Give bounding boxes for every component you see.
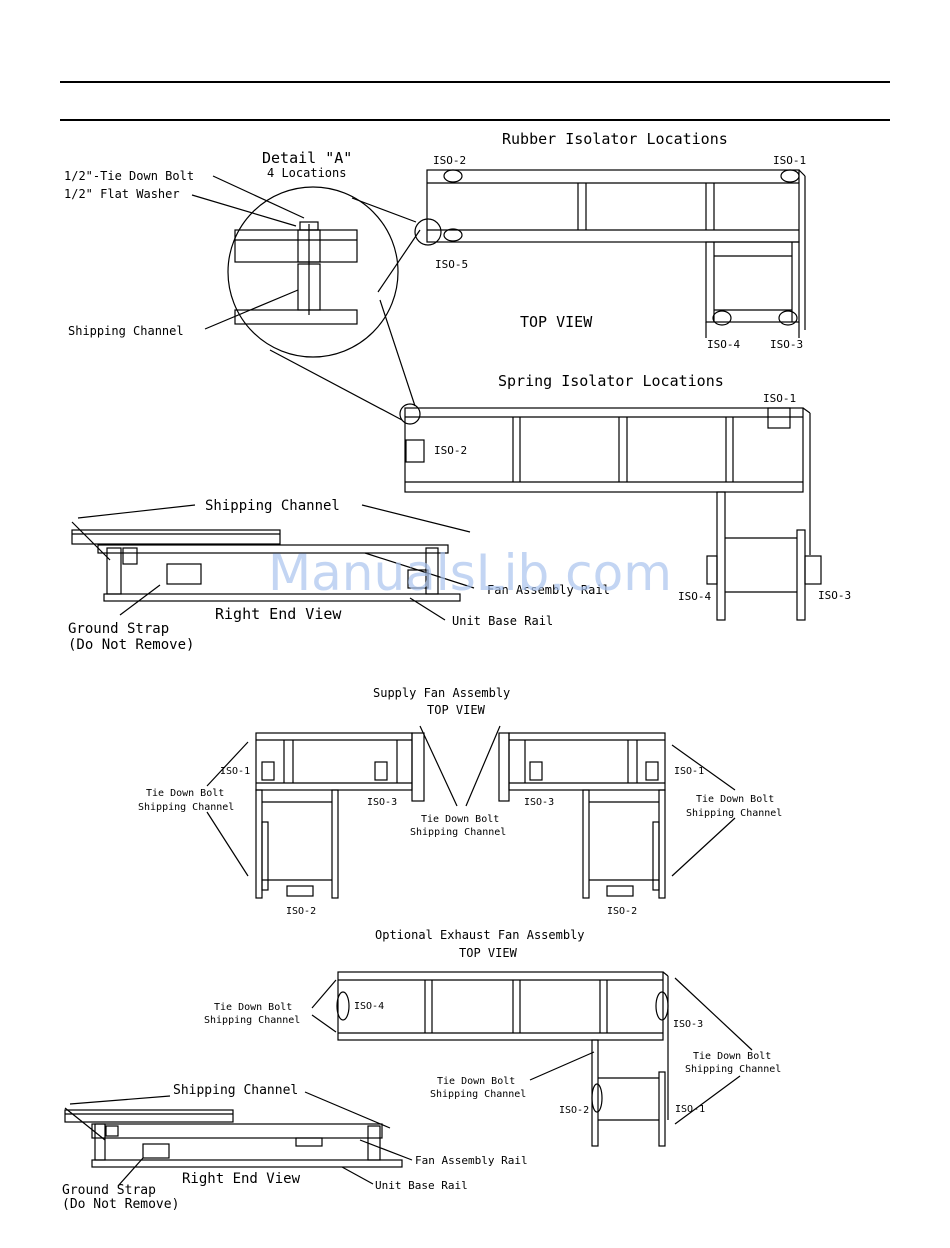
end2-shipping-channel-label: Shipping Channel [173,1083,298,1098]
supply-left-iso-3-label: ISO-3 [367,797,397,808]
end1-shipping-channel-label: Shipping Channel [205,498,340,514]
rubber-top-view-label: TOP VIEW [520,313,593,331]
supply-mid-shipping-channel-label: Shipping Channel [410,827,506,838]
end2-do-not-remove-label: (Do Not Remove) [62,1197,179,1212]
end1-fan-rail-label: Fan Assembly Rail [487,583,610,597]
supply-left-tie-down-label: Tie Down Bolt [146,788,224,799]
rubber-iso-3-label: ISO-3 [770,338,803,351]
exhaust-fan-drawing: Optional Exhaust Fan Assembly TOP VIEW T… [204,928,781,1147]
supply-mid-tie-down-label: Tie Down Bolt [421,814,499,825]
watermark: ManualsLib.com [268,544,672,602]
exhaust-right-tie-down-label: Tie Down Bolt [693,1051,771,1062]
exhaust-mid-shipping-channel-label: Shipping Channel [430,1089,526,1100]
spring-iso-3-label: ISO-3 [818,589,851,602]
end1-ground-strap-label: Ground Strap [68,621,169,637]
detail-a-subtitle: 4 Locations [267,166,346,180]
supply-right-iso-2-label: ISO-2 [607,906,637,917]
supply-fan-drawing: Supply Fan Assembly TOP VIEW [138,686,782,917]
rubber-iso-4-label: ISO-4 [707,338,740,351]
rubber-isolator-drawing: Rubber Isolator Locations ISO-2 ISO-1 IS… [414,130,806,351]
detail-washer-label: 1/2" Flat Washer [64,187,180,201]
exhaust-right-shipping-channel-label: Shipping Channel [685,1064,781,1075]
end1-do-not-remove-label: (Do Not Remove) [68,637,194,653]
right-end-view-2: Shipping Channel Fan Assembly Rail Right… [62,1083,528,1212]
exhaust-title: Optional Exhaust Fan Assembly [375,928,585,942]
right-end-view-1: Shipping Channel Fan Assembly Rail Right… [68,498,610,653]
supply-left-iso-2-label: ISO-2 [286,906,316,917]
end2-unit-base-rail-label: Unit Base Rail [375,1179,468,1192]
end2-ground-strap-label: Ground Strap [62,1183,156,1198]
spring-title: Spring Isolator Locations [498,372,724,390]
spring-iso-2-label: ISO-2 [434,444,467,457]
exhaust-iso-3-label: ISO-3 [673,1019,703,1030]
detail-a-drawing: Detail "A" 4 Locations 1/2"-Tie Down Bol… [64,149,421,421]
spring-iso-1-label: ISO-1 [763,392,796,405]
supply-right-iso-3-label: ISO-3 [524,797,554,808]
spring-iso-4-label: ISO-4 [678,590,711,603]
end1-unit-base-rail-label: Unit Base Rail [452,614,553,628]
detail-a-title: Detail "A" [262,149,352,167]
end2-fan-rail-label: Fan Assembly Rail [415,1154,528,1167]
rubber-title: Rubber Isolator Locations [502,130,728,148]
supply-left-shipping-channel-label: Shipping Channel [138,802,234,813]
rubber-iso-2-label: ISO-2 [433,154,466,167]
end2-right-end-view-label: Right End View [182,1171,301,1187]
supply-title: Supply Fan Assembly [373,686,510,700]
exhaust-left-shipping-channel-label: Shipping Channel [204,1015,300,1026]
supply-subtitle: TOP VIEW [427,703,486,717]
exhaust-iso-2-label: ISO-2 [559,1105,589,1116]
detail-channel-label: Shipping Channel [68,324,184,338]
rubber-iso-5-label: ISO-5 [435,258,468,271]
exhaust-iso-4-label: ISO-4 [354,1001,384,1012]
exhaust-left-tie-down-label: Tie Down Bolt [214,1002,292,1013]
exhaust-subtitle: TOP VIEW [459,946,518,960]
supply-right-iso-1-label: ISO-1 [674,766,704,777]
end1-right-end-view-label: Right End View [215,605,342,623]
rubber-iso-1-label: ISO-1 [773,154,806,167]
supply-right-tie-down-label: Tie Down Bolt [696,794,774,805]
spring-isolator-drawing: Spring Isolator Locations ISO-1 ISO-2 IS… [399,372,851,621]
detail-bolt-label: 1/2"-Tie Down Bolt [64,169,194,183]
supply-right-shipping-channel-label: Shipping Channel [686,808,782,819]
exhaust-mid-tie-down-label: Tie Down Bolt [437,1076,515,1087]
exhaust-iso-1-label: ISO-1 [675,1104,705,1115]
supply-left-iso-1-label: ISO-1 [220,766,250,777]
